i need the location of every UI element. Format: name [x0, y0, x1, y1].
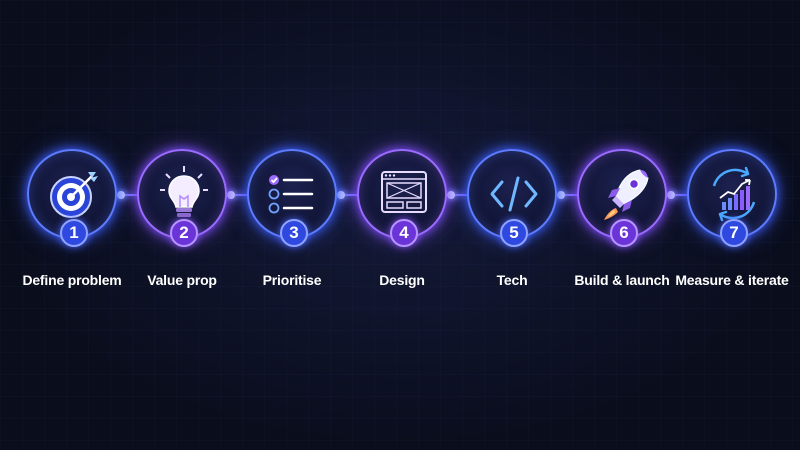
step-6-node: 6	[577, 149, 667, 247]
checklist-icon	[268, 175, 314, 214]
growth-chart-icon	[712, 166, 756, 222]
step-3-label: Prioritise	[262, 272, 322, 288]
target-icon	[50, 172, 98, 218]
step-2-node: 2	[137, 149, 227, 247]
step-4-number-badge: 4	[390, 219, 418, 247]
step-6-label: Build & launch	[574, 272, 670, 288]
step-4-label: Design	[379, 272, 425, 288]
step-6-number-badge: 6	[610, 219, 638, 247]
step-5-label: Tech	[496, 272, 528, 288]
step-7-label: Measure & iterate	[675, 272, 789, 288]
step-1-label: Define problem	[22, 272, 122, 288]
step-3-node: 3	[247, 149, 337, 247]
step-3-number-badge: 3	[280, 219, 308, 247]
connector-dot	[557, 191, 565, 199]
step-1-number-badge: 1	[60, 219, 88, 247]
lightbulb-icon	[160, 166, 208, 217]
rocket-icon	[604, 169, 649, 220]
step-5-node: 5	[467, 149, 557, 247]
step-4-node: 4	[357, 149, 447, 247]
connector-dot	[667, 191, 675, 199]
code-icon	[490, 176, 538, 212]
connector-dot	[227, 191, 235, 199]
step-2-label: Value prop	[147, 272, 217, 288]
step-7-node: 7	[687, 149, 777, 247]
connector-dot	[117, 191, 125, 199]
step-5-number-badge: 5	[500, 219, 528, 247]
step-1-node: 1	[27, 149, 117, 247]
connector-dot	[337, 191, 345, 199]
wireframe-icon	[381, 171, 427, 213]
step-7-number-badge: 7	[720, 219, 748, 247]
connector-dot	[447, 191, 455, 199]
step-2-number-badge: 2	[170, 219, 198, 247]
